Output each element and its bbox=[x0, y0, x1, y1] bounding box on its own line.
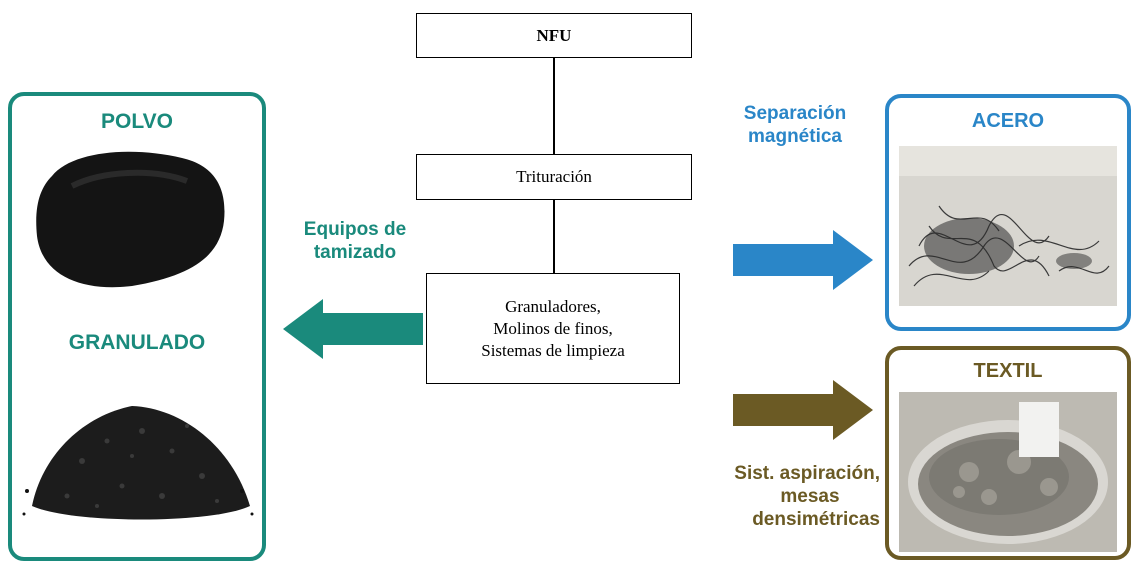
steel-arrow bbox=[733, 230, 873, 290]
equipos-line-1: Equipos de bbox=[303, 219, 407, 240]
aspiracion-line-2: mesas bbox=[780, 486, 840, 507]
granulado-image bbox=[22, 406, 254, 520]
aspiracion-line-3: densimétricas bbox=[752, 509, 880, 530]
nfu-label: NFU bbox=[536, 25, 572, 45]
textil-title: TEXTIL bbox=[973, 360, 1043, 382]
equipos-line-2: tamizado bbox=[313, 242, 397, 263]
granuladores-line-2: Molinos de finos, bbox=[493, 318, 613, 338]
granuladores-line-3: Sistemas de limpieza bbox=[481, 340, 625, 360]
connector-trituracion-granuladores bbox=[553, 200, 555, 273]
granuladores-box: Granuladores, Molinos de finos, Sistemas… bbox=[426, 273, 680, 384]
aspiracion-line-1: Sist. aspiración, bbox=[734, 463, 880, 484]
polvo-granulado-panel: POLVO GRANULADO bbox=[8, 92, 266, 561]
aspiracion-label: Sist. aspiración, mesas densimétricas bbox=[680, 462, 880, 531]
textil-image bbox=[899, 392, 1117, 552]
polvo-image bbox=[36, 151, 225, 288]
textil-panel: TEXTIL bbox=[885, 346, 1131, 560]
connector-nfu-trituracion bbox=[553, 58, 555, 154]
left-arrow bbox=[283, 299, 423, 359]
acero-image bbox=[899, 146, 1117, 306]
textile-arrow bbox=[733, 380, 873, 440]
granuladores-line-1: Granuladores, bbox=[505, 296, 601, 316]
nfu-box: NFU bbox=[416, 13, 692, 58]
separacion-line-2: magnética bbox=[748, 126, 842, 147]
equipos-label: Equipos de tamizado bbox=[280, 218, 430, 264]
polvo-title: POLVO bbox=[101, 110, 173, 133]
trituracion-box: Trituración bbox=[416, 154, 692, 200]
separacion-line-1: Separación bbox=[743, 103, 847, 124]
separacion-label: Separación magnética bbox=[720, 102, 870, 148]
granulado-title: GRANULADO bbox=[68, 331, 206, 354]
trituracion-label: Trituración bbox=[516, 167, 592, 186]
acero-panel: ACERO bbox=[885, 94, 1131, 331]
acero-title: ACERO bbox=[971, 110, 1045, 132]
